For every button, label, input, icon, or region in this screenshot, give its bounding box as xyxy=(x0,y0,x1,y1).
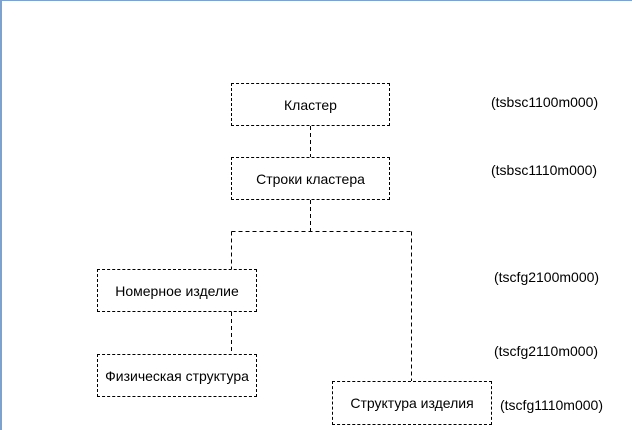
code-cluster-lines: (tsbsc1110m000) xyxy=(491,162,598,178)
node-physical-structure-label: Физическая структура xyxy=(105,367,249,384)
node-item-structure-label: Структура изделия xyxy=(350,395,474,411)
node-physical-structure: Физическая структура xyxy=(97,354,257,397)
node-cluster: Кластер xyxy=(231,83,390,126)
node-numbered-item-label: Номерное изделие xyxy=(115,282,239,299)
node-cluster-label: Кластер xyxy=(284,96,337,113)
code-cluster: (tsbsc1100m000) xyxy=(491,94,599,110)
code-item-structure: (tscfg1110m000) xyxy=(500,397,603,413)
window-left-border xyxy=(0,0,2,430)
code-physical-structure: (tscfg2110m000) xyxy=(494,343,599,359)
node-cluster-lines: Строки кластера xyxy=(231,157,390,200)
node-item-structure: Структура изделия xyxy=(332,381,492,425)
node-numbered-item: Номерное изделие xyxy=(97,269,257,312)
window-top-border xyxy=(0,0,632,1)
node-cluster-lines-label: Строки кластера xyxy=(256,170,365,187)
code-numbered-item: (tscfg2100m000) xyxy=(494,269,600,285)
